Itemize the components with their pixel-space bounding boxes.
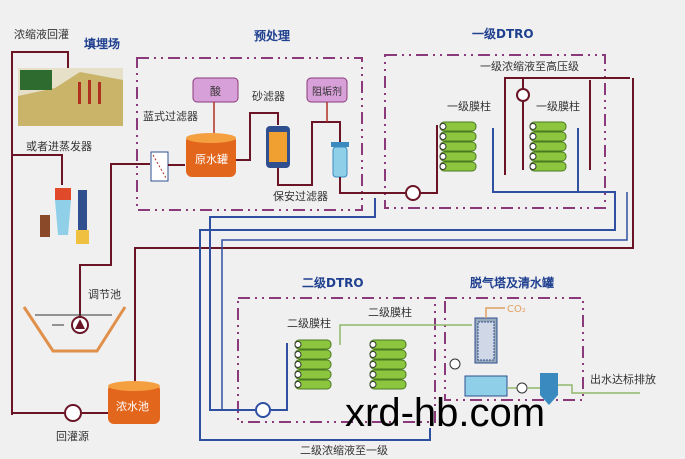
- stage2-concentrate-label: 二级浓缩液至一级: [300, 443, 388, 457]
- high-pressure-pump-1-icon: [405, 185, 421, 201]
- high-pressure-pump-2-icon: [255, 402, 271, 418]
- membrane-inlet-icon: [529, 123, 537, 130]
- stage2-membrane-a-label: 二级膜柱: [287, 316, 331, 330]
- landfill-image: [18, 68, 123, 126]
- membrane-inlet-icon: [294, 341, 302, 348]
- security-filter-icon: [331, 142, 349, 178]
- membrane-inlet-icon: [369, 341, 377, 348]
- clean-water-tank-icon: [540, 373, 558, 405]
- evaporator-label: 或者进蒸发器: [26, 139, 92, 153]
- dtro2-frame: [237, 297, 436, 423]
- raw-water-tank: 原水罐: [186, 133, 236, 177]
- reinjection-label: 浓缩液回灌: [14, 27, 69, 41]
- degas-tower: [464, 317, 508, 397]
- permeate-return: [221, 192, 628, 410]
- membrane-inlet-icon: [294, 381, 302, 388]
- membrane-inlet-icon: [529, 143, 537, 150]
- evaporator-icon: [40, 188, 89, 244]
- stage2-membrane-b-label: 二级膜柱: [368, 305, 412, 319]
- stage1-membrane-a-label: 一级膜柱: [447, 99, 491, 113]
- clean-water-pipe: [507, 384, 640, 394]
- pond-label: 调节池: [88, 288, 121, 301]
- membrane-inlet-icon: [369, 381, 377, 388]
- basket-filter-label: 蓝式过滤器: [143, 110, 198, 123]
- reinjection-pipe: [11, 51, 69, 415]
- dtro1-title: 一级DTRO: [472, 26, 534, 41]
- membrane-inlet-icon: [294, 371, 302, 378]
- sand-filter-icon: [266, 126, 290, 168]
- degas-frame: [444, 297, 584, 401]
- blower-icon: [449, 358, 461, 370]
- feed-pipe: [79, 163, 150, 322]
- antiscalant-tank: 阻垢剂: [306, 77, 348, 103]
- watermark: xrd-hb.com: [345, 391, 545, 435]
- discharge-label: 出水达标排放: [590, 372, 656, 386]
- to-dtro2-pipe: [271, 343, 288, 411]
- pretreatment-frame: [136, 57, 363, 211]
- stage1-recirc-pipe: [504, 77, 630, 175]
- membrane-inlet-icon: [369, 351, 377, 358]
- antiscalant-label: 阻垢剂: [312, 85, 342, 98]
- membrane-inlet-icon: [294, 351, 302, 358]
- membrane-inlet-icon: [439, 143, 447, 150]
- membrane-inlet-icon: [529, 153, 537, 160]
- raw-tank-label: 原水罐: [195, 153, 228, 166]
- permeate-to-degas: [339, 324, 472, 345]
- membrane-inlet-icon: [369, 371, 377, 378]
- security-filter-label: 保安过滤器: [273, 189, 328, 203]
- reinjection-pump-icon: [64, 404, 82, 422]
- membrane-inlet-icon: [369, 361, 377, 368]
- concentrate-return-pipe: [134, 78, 634, 383]
- membrane-inlet-icon: [439, 123, 447, 130]
- concentrate-pool: 浓水池: [108, 381, 160, 424]
- booster-pump-icon: [516, 88, 530, 102]
- transfer-pump-icon: [516, 382, 528, 394]
- pretreat-pipe-2: [277, 121, 341, 186]
- stage1-membrane-b-label: 一级膜柱: [536, 99, 580, 113]
- pool-label: 浓水池: [116, 400, 149, 413]
- membrane-inlet-icon: [439, 153, 447, 160]
- membrane-inlet-icon: [529, 133, 537, 140]
- permeate-pipe: [199, 128, 616, 441]
- reinjection-source-label: 回灌源: [56, 429, 89, 443]
- sand-filter-label: 砂滤器: [252, 90, 285, 103]
- membrane-stacks: [294, 121, 567, 390]
- to-dtro1-pipe: [339, 125, 438, 194]
- membrane-inlet-icon: [439, 133, 447, 140]
- dtro2-title: 二级DTRO: [302, 275, 364, 290]
- evaporator-pipe: [12, 154, 63, 185]
- membrane-inlet-icon: [294, 361, 302, 368]
- pretreat-pipe-1: [168, 112, 279, 166]
- degas-title: 脱气塔及清水罐: [470, 275, 554, 290]
- pretreatment-title: 预处理: [254, 28, 290, 43]
- acid-tank: 酸: [192, 77, 239, 103]
- stage2-concentrate-pipe: [209, 198, 376, 411]
- stage1-concentrate-label: 一级浓缩液至高压级: [480, 59, 579, 73]
- regulating-pond: [22, 306, 127, 353]
- landfill-title: 填埋场: [84, 36, 120, 51]
- co2-label: CO₂: [507, 304, 526, 315]
- dtro1-frame: [384, 54, 606, 209]
- membrane-inlet-icon: [439, 163, 447, 170]
- acid-label: 酸: [210, 84, 221, 98]
- membrane-inlet-icon: [529, 163, 537, 170]
